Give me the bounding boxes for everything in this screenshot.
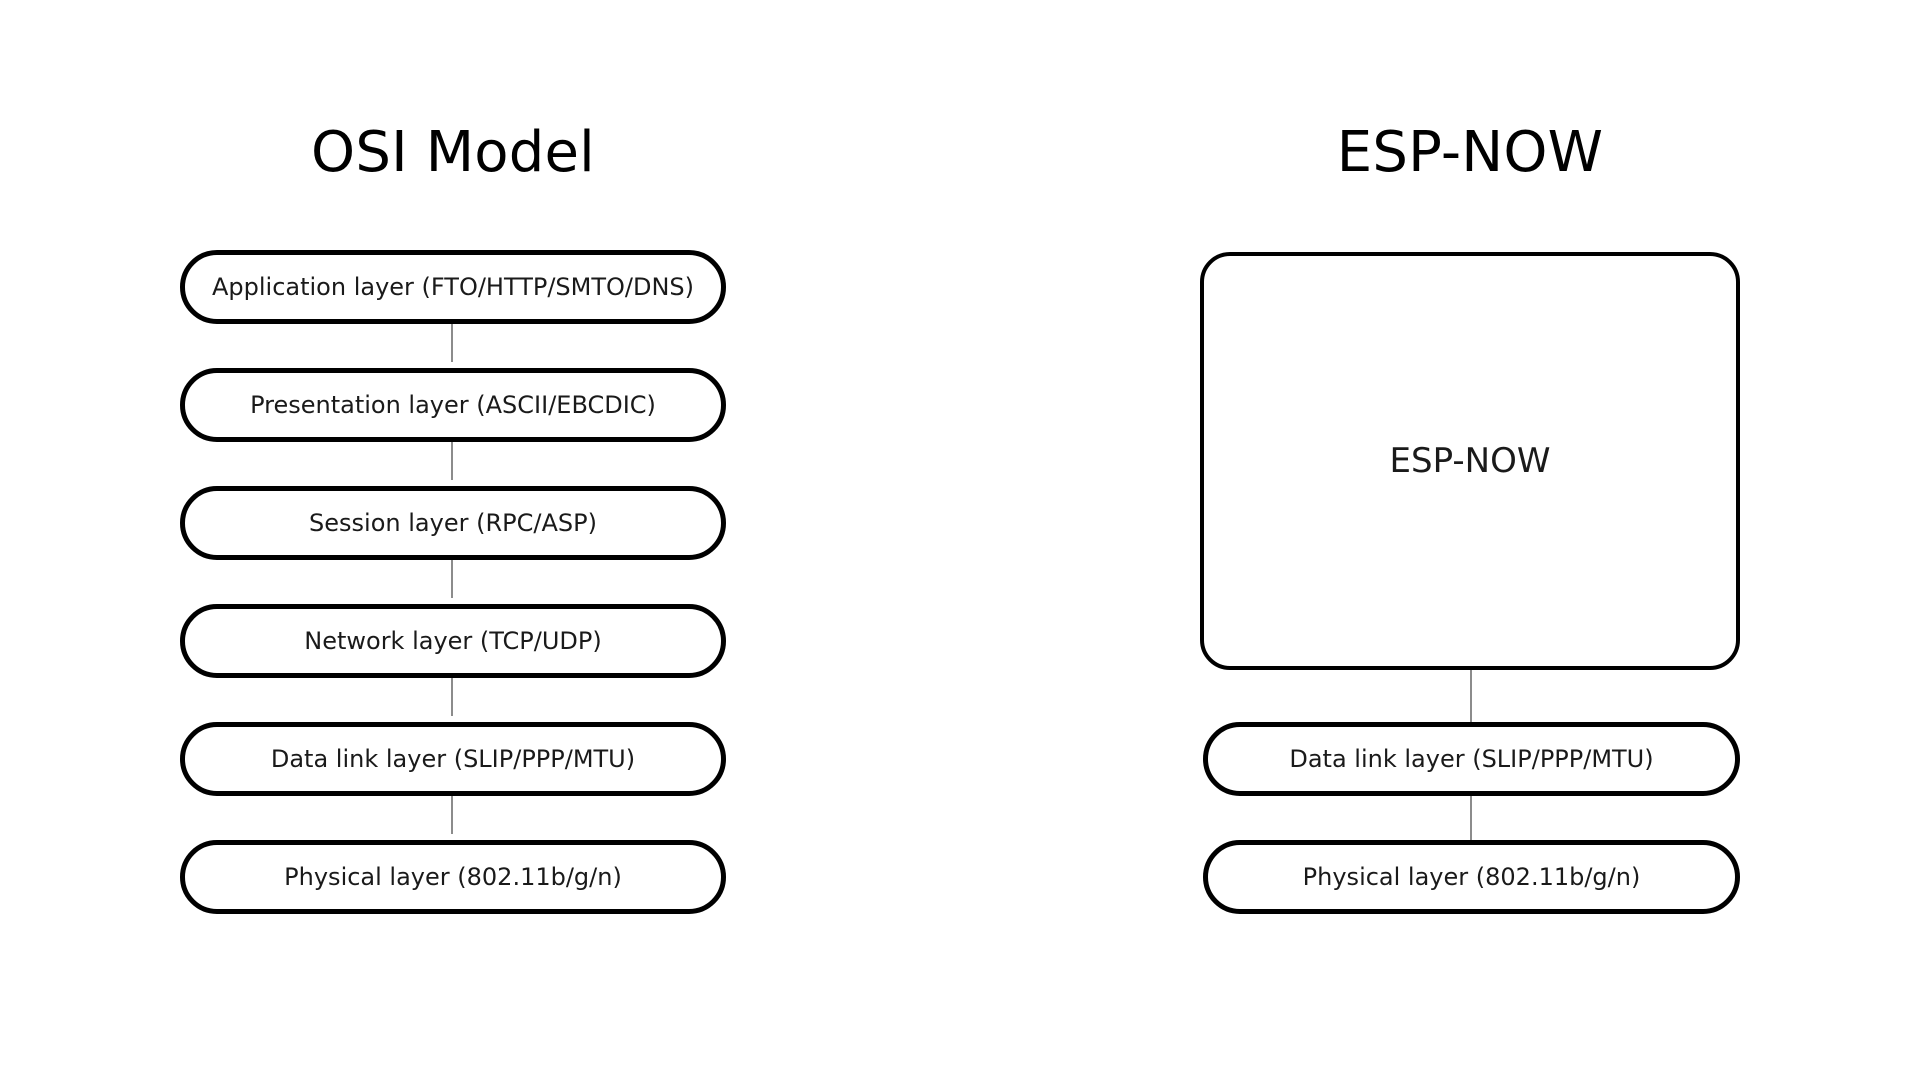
espnow-connector-datalink-physical — [1470, 794, 1472, 840]
espnow-layer-physical[interactable]: Physical layer (802.11b/g/n) — [1203, 840, 1740, 914]
osi-connector-5-6 — [451, 794, 453, 834]
osi-connector-2-3 — [451, 440, 453, 480]
osi-layer-session[interactable]: Session layer (RPC/ASP) — [180, 486, 726, 560]
osi-layer-physical-label: Physical layer (802.11b/g/n) — [284, 862, 622, 891]
osi-layer-presentation[interactable]: Presentation layer (ASCII/EBCDIC) — [180, 368, 726, 442]
osi-layer-network-label: Network layer (TCP/UDP) — [304, 626, 602, 655]
osi-connector-3-4 — [451, 558, 453, 598]
osi-layer-network[interactable]: Network layer (TCP/UDP) — [180, 604, 726, 678]
osi-layer-physical[interactable]: Physical layer (802.11b/g/n) — [180, 840, 726, 914]
osi-layer-application-label: Application layer (FTO/HTTP/SMTO/DNS) — [211, 272, 695, 301]
espnow-connector-block-datalink — [1470, 670, 1472, 722]
espnow-layer-data-link-label: Data link layer (SLIP/PPP/MTU) — [1289, 744, 1654, 773]
espnow-stack-block[interactable]: ESP-NOW — [1200, 252, 1740, 670]
osi-layer-data-link[interactable]: Data link layer (SLIP/PPP/MTU) — [180, 722, 726, 796]
osi-layer-application[interactable]: Application layer (FTO/HTTP/SMTO/DNS) — [180, 250, 726, 324]
osi-connector-4-5 — [451, 676, 453, 716]
espnow-layer-data-link[interactable]: Data link layer (SLIP/PPP/MTU) — [1203, 722, 1740, 796]
osi-connector-1-2 — [451, 322, 453, 362]
osi-layer-presentation-label: Presentation layer (ASCII/EBCDIC) — [250, 390, 656, 419]
osi-layer-data-link-label: Data link layer (SLIP/PPP/MTU) — [270, 744, 636, 773]
espnow-layer-physical-label: Physical layer (802.11b/g/n) — [1302, 862, 1641, 891]
espnow-title: ESP-NOW — [1336, 120, 1604, 185]
espnow-stack-block-label: ESP-NOW — [1389, 441, 1551, 481]
osi-layer-session-label: Session layer (RPC/ASP) — [309, 508, 597, 537]
osi-model-title: OSI Model — [311, 120, 595, 185]
